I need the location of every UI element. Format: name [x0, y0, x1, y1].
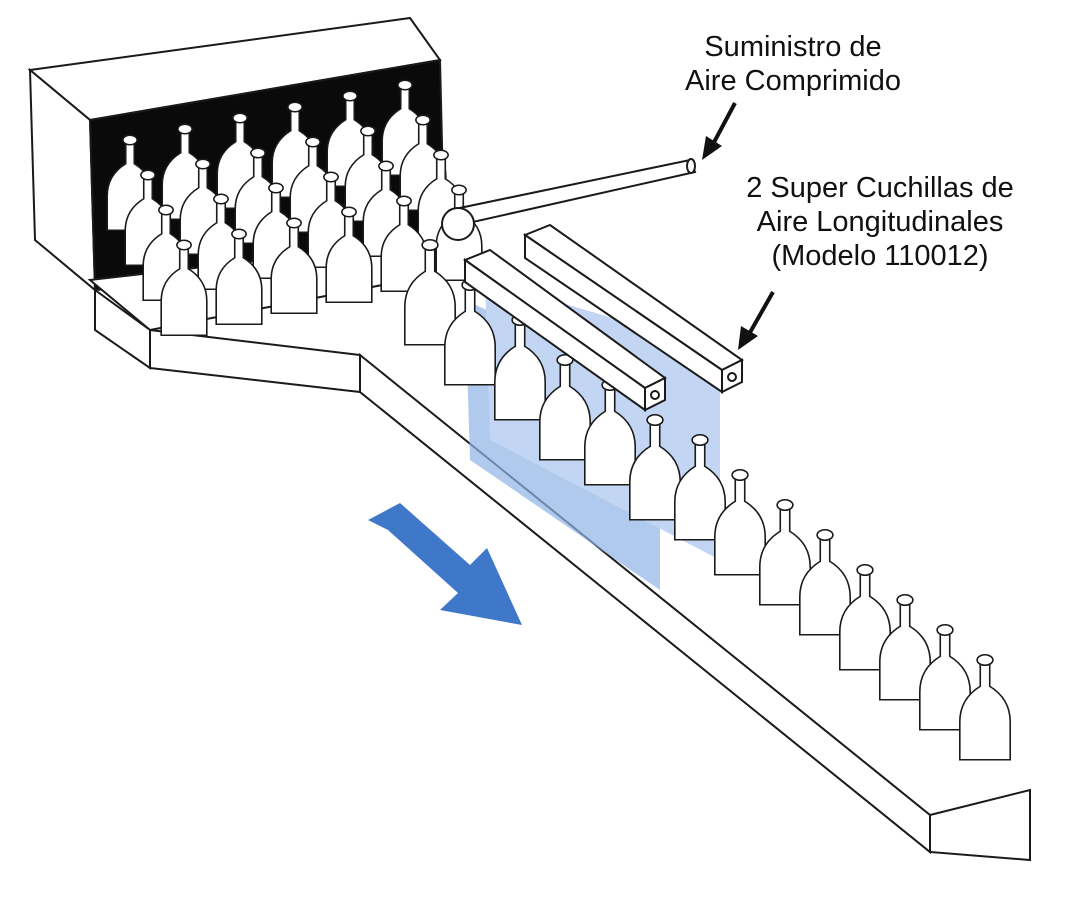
bottle-cap-5: [397, 79, 413, 91]
bottle-cap-14: [268, 182, 284, 194]
bottle-cap-18: [176, 239, 192, 251]
bottle-cap-30: [691, 433, 709, 447]
bottle-cap-15: [323, 171, 339, 183]
air-supply-pipe: [441, 158, 697, 241]
bottle-cap-24: [421, 238, 439, 252]
bottle-cap-13: [213, 193, 229, 205]
bottle-cap-3: [287, 101, 303, 113]
bottle-cap-12: [158, 204, 174, 216]
bottle-cap-11: [415, 114, 431, 126]
air-knife-1: [462, 248, 667, 412]
air-knives-label-line-2: Aire Longitudinales: [756, 206, 1004, 238]
bottles: [106, 79, 1011, 761]
bottle-cap-29: [646, 413, 664, 427]
bottle-cap-19: [231, 228, 247, 240]
bottle-cap-35: [896, 593, 914, 607]
bottle-cap-27: [556, 353, 574, 367]
bottle-cap-4: [342, 90, 358, 102]
bottle-21: [325, 211, 373, 304]
air-knife-2: [522, 223, 744, 394]
flow-direction-arrow-icon: [368, 503, 522, 625]
bottle-cap-7: [195, 158, 211, 170]
air-supply-label-line-1: Suministro de: [704, 31, 882, 63]
bottle-cap-2: [232, 112, 248, 124]
bottle-cap-33: [816, 528, 834, 542]
bottle-cap-10: [360, 125, 376, 137]
bottle-cap-8: [250, 147, 266, 159]
bottle-cap-32: [776, 498, 794, 512]
bottle-cap-23: [451, 184, 467, 196]
bottle-cap-37: [976, 653, 994, 667]
air-supply-label: Suministro de Aire Comprimido: [648, 30, 938, 98]
air-knives-label-line-3: (Modelo 110012): [771, 240, 989, 272]
callout-arrows: [702, 102, 775, 350]
bottle-20: [270, 222, 318, 315]
bottle-cap-17: [433, 149, 449, 161]
accumulation-box: [27, 16, 447, 293]
bottle-37: [959, 659, 1011, 761]
conveyor-side-left: [149, 328, 361, 394]
bottle-cap-20: [286, 217, 302, 229]
bottle-18: [160, 244, 208, 337]
bottle-cap-1: [177, 123, 193, 135]
bottle-cap-16: [378, 160, 394, 172]
air-knives-label-line-1: 2 Super Cuchillas de: [746, 172, 1014, 204]
bottle-cap-21: [341, 206, 357, 218]
bottle-cap-22: [396, 195, 412, 207]
bottle-cap-6: [140, 169, 156, 181]
bottle-cap-34: [856, 563, 874, 577]
bottle-19: [215, 233, 263, 326]
bottle-cap-0: [122, 134, 138, 146]
conveyor-rail-end: [929, 788, 1031, 862]
air-supply-label-line-2: Aire Comprimido: [685, 65, 901, 97]
bottle-cap-36: [936, 623, 954, 637]
bottle-cap-31: [731, 468, 749, 482]
air-knives-label: 2 Super Cuchillas de Aire Longitudinales…: [700, 171, 1060, 273]
bottle-cap-9: [305, 136, 321, 148]
